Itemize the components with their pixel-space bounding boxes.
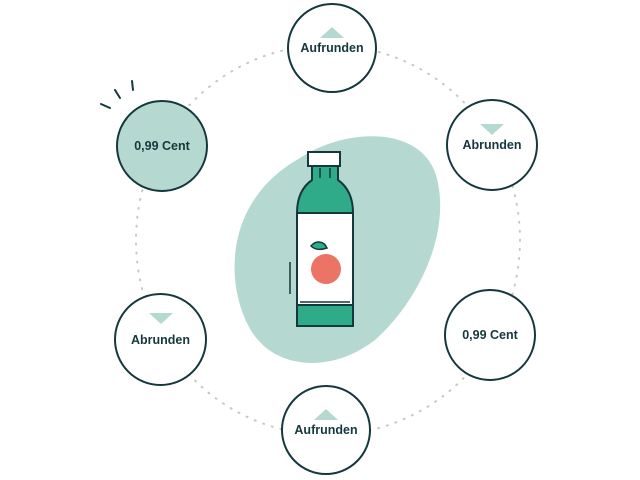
node-label: Aufrunden (300, 41, 364, 55)
aufrunden-node-top: Aufrunden (287, 3, 377, 93)
bottle-icon (289, 151, 354, 327)
node-label: 0,99 Cent (134, 139, 190, 153)
aufrunden-node-bottom: Aufrunden (281, 385, 371, 475)
node-label: 0,99 Cent (462, 328, 518, 342)
price-node-lower-right: 0,99 Cent (444, 289, 536, 381)
dotted-orbit-ring (135, 44, 521, 436)
abrunden-node-lower-left: Abrunden (114, 293, 207, 386)
arrow-down-icon (480, 124, 504, 135)
node-label: Aufrunden (294, 423, 358, 437)
node-label: Abrunden (130, 332, 191, 347)
arrow-up-icon (314, 409, 338, 420)
arrow-down-icon (148, 313, 173, 324)
arrow-up-icon (320, 27, 344, 38)
sparkle-lines-icon (100, 80, 134, 109)
apple-icon (309, 241, 341, 284)
abrunden-node-upper-right: Abrunden (446, 99, 538, 191)
node-label: Abrunden (462, 138, 522, 152)
price-node-upper-left: 0,99 Cent (116, 100, 208, 192)
